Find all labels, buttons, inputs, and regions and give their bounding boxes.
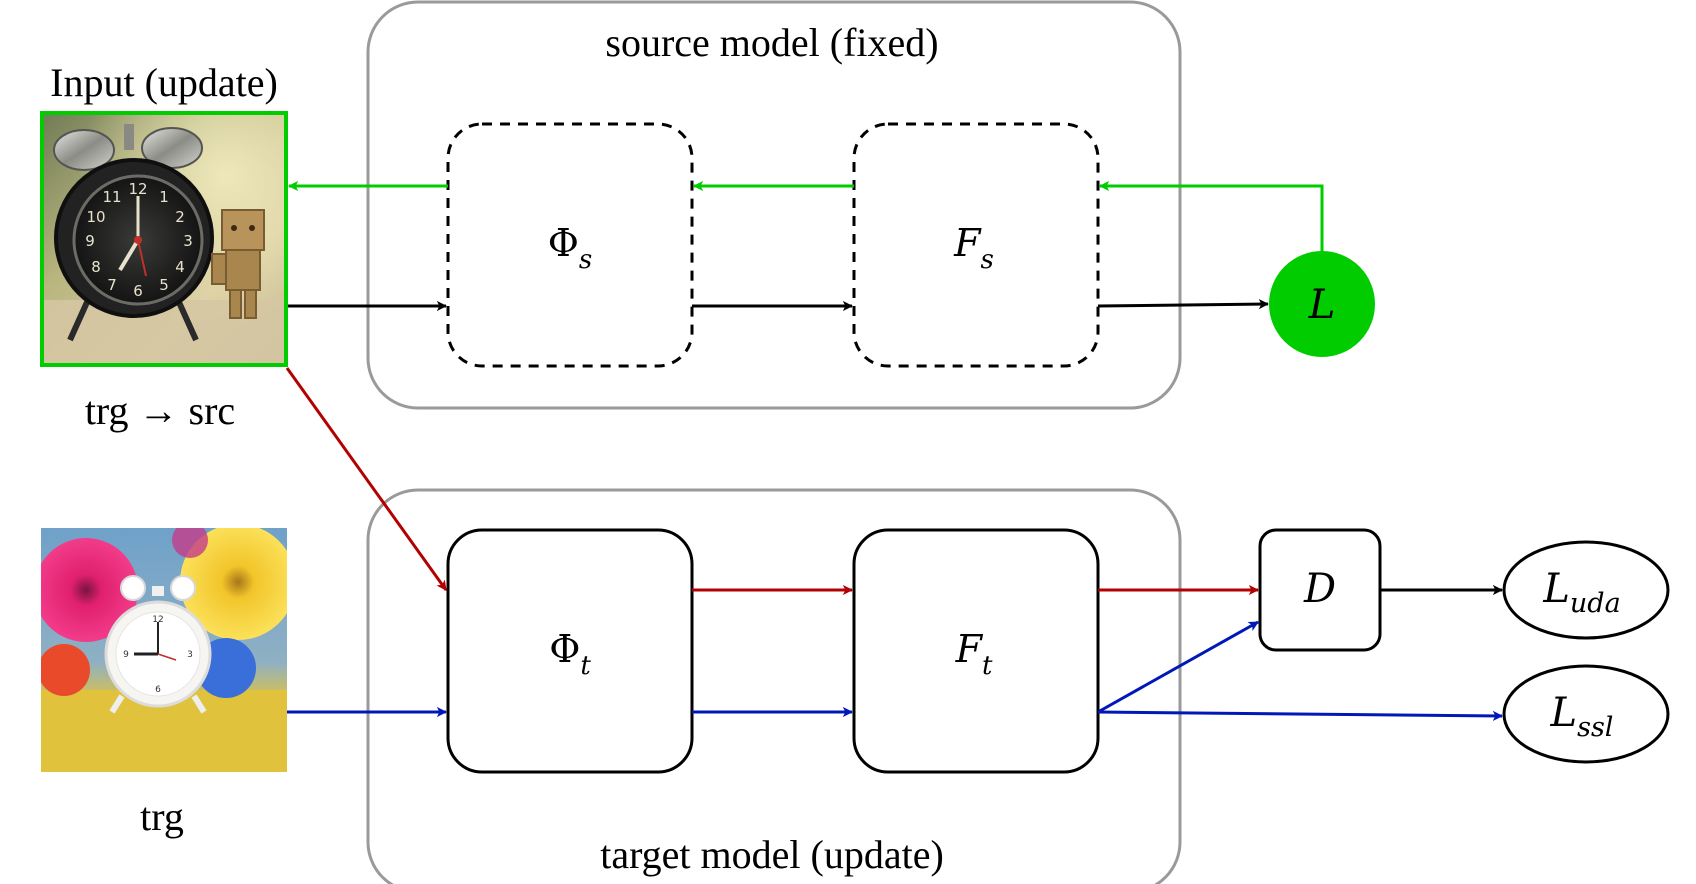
target-model-frame xyxy=(366,488,1182,884)
source-feature-extractor-block xyxy=(446,122,694,368)
svg-text:8: 8 xyxy=(91,258,101,276)
source-model-frame xyxy=(366,0,1182,410)
svg-text:2: 2 xyxy=(175,208,185,226)
svg-text:10: 10 xyxy=(86,208,105,226)
target-feature-extractor-block xyxy=(446,528,694,774)
svg-text:9: 9 xyxy=(123,650,129,660)
svg-text:11: 11 xyxy=(102,188,121,206)
source-classifier-label: Fs xyxy=(953,221,994,275)
input-bottom-caption: trg xyxy=(140,794,184,839)
input-top-title: Input (update) xyxy=(50,60,278,105)
arrow-blue-target-f-to-ssl-loss xyxy=(1097,710,1504,722)
source-feature-extractor-label: Φs xyxy=(548,221,593,275)
svg-text:9: 9 xyxy=(85,232,95,250)
discriminator-label: D xyxy=(1303,566,1336,612)
target-classifier-block xyxy=(852,528,1100,774)
svg-text:6: 6 xyxy=(133,282,143,300)
arrow-blue-target-f-to-discriminator xyxy=(1097,620,1259,714)
input-top-green-frame xyxy=(40,111,288,367)
target-model-title: target model (update) xyxy=(600,832,944,877)
svg-text:4: 4 xyxy=(175,258,185,276)
source-model-title: source model (fixed) xyxy=(605,20,938,65)
svg-text:1: 1 xyxy=(159,188,169,206)
svg-text:3: 3 xyxy=(187,650,193,660)
target-feature-extractor-label: Φt xyxy=(549,627,591,681)
uda-loss-label: Luda xyxy=(1542,566,1620,619)
uda-loss-node xyxy=(1502,540,1670,640)
white-alarm-clock-with-flowers-photo: 12 3 6 9 xyxy=(41,528,287,772)
source-classifier-block xyxy=(852,122,1100,368)
svg-text:12: 12 xyxy=(152,615,163,625)
target-classifier-label: Ft xyxy=(955,627,993,681)
alarm-clock-with-figurine-photo: 12 1 2 3 4 5 6 7 8 9 10 11 xyxy=(41,112,287,366)
arrow-translated-input-to-target-phi xyxy=(285,367,448,591)
ssl-loss-label: Lssl xyxy=(1550,690,1614,743)
svg-text:7: 7 xyxy=(107,276,117,294)
svg-text:12: 12 xyxy=(128,180,147,198)
arrow-loss-gradient-to-source-f xyxy=(1098,180,1324,252)
svg-text:3: 3 xyxy=(183,232,193,250)
arrow-source-f-to-loss xyxy=(1097,299,1270,310)
svg-text:6: 6 xyxy=(155,685,161,695)
svg-text:5: 5 xyxy=(159,276,169,294)
source-loss-label: L xyxy=(1308,282,1336,328)
ssl-loss-node xyxy=(1502,664,1670,764)
input-top-caption: trg → src xyxy=(85,388,235,433)
